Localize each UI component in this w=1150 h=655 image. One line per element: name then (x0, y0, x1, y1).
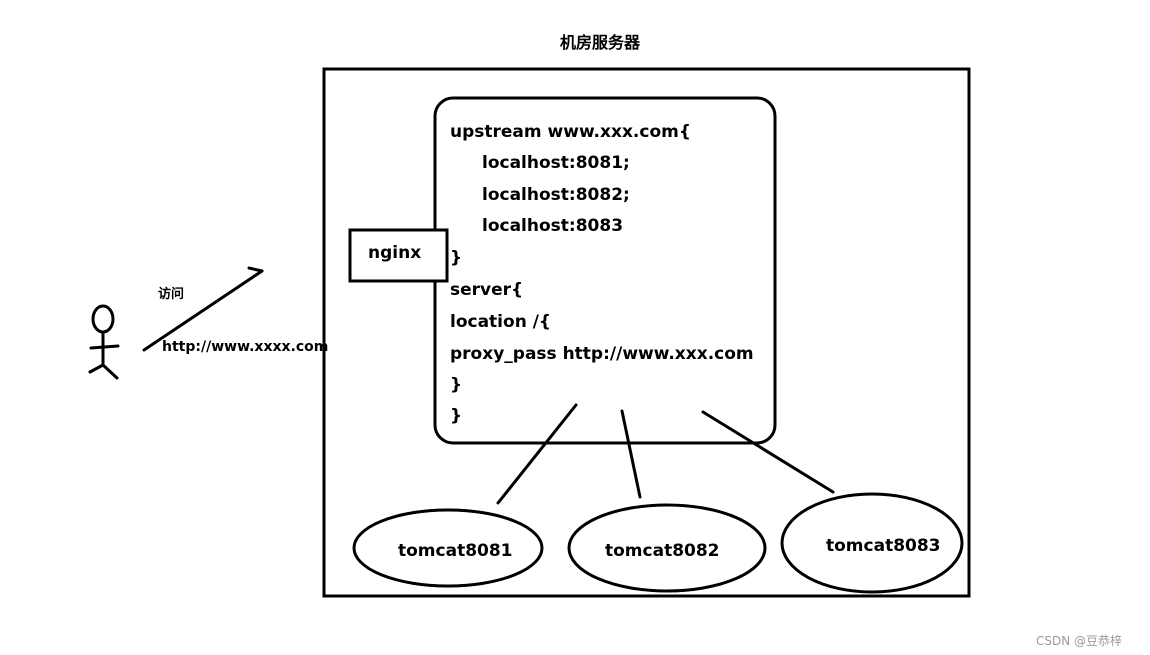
config-line: localhost:8081; (482, 153, 630, 173)
config-line: } (450, 406, 463, 426)
user-left-leg (88, 363, 105, 374)
config-line: proxy_pass http://www.xxx.com (450, 344, 754, 364)
user-right-leg (101, 363, 119, 380)
connector-tomcat8083 (701, 410, 835, 494)
diagram-title: 机房服务器 (560, 33, 641, 52)
user-url: http://www.xxxx.com (162, 339, 329, 355)
config-line: upstream www.xxx.com{ (450, 122, 691, 142)
tomcat8083-label: tomcat8083 (826, 536, 941, 556)
tomcat8082-label: tomcat8082 (605, 541, 720, 561)
visit-label: 访问 (158, 287, 185, 302)
watermark: CSDN @豆恭梓 (1036, 634, 1123, 648)
connector-lines (496, 403, 835, 505)
nginx-box (348, 228, 449, 283)
user-figure (88, 304, 120, 380)
tomcat8081-node (352, 508, 544, 588)
tomcat8083-node (780, 492, 964, 594)
connector-tomcat8082 (620, 409, 642, 499)
connector-tomcat8081 (496, 403, 578, 505)
nginx-config-box (433, 96, 777, 445)
user-head (91, 304, 115, 334)
tomcat8082-node (567, 503, 767, 593)
user-arms (89, 344, 120, 350)
server-room-box (322, 67, 971, 598)
nginx-label: nginx (368, 243, 422, 263)
config-line: localhost:8082; (482, 185, 630, 205)
config-line: location /{ (450, 312, 552, 332)
config-line: localhost:8083 (482, 216, 624, 236)
access-arrow (142, 266, 264, 352)
config-line: } (450, 248, 463, 268)
config-line: } (450, 375, 463, 395)
config-line: server{ (450, 280, 524, 300)
tomcat8081-label: tomcat8081 (398, 541, 513, 561)
